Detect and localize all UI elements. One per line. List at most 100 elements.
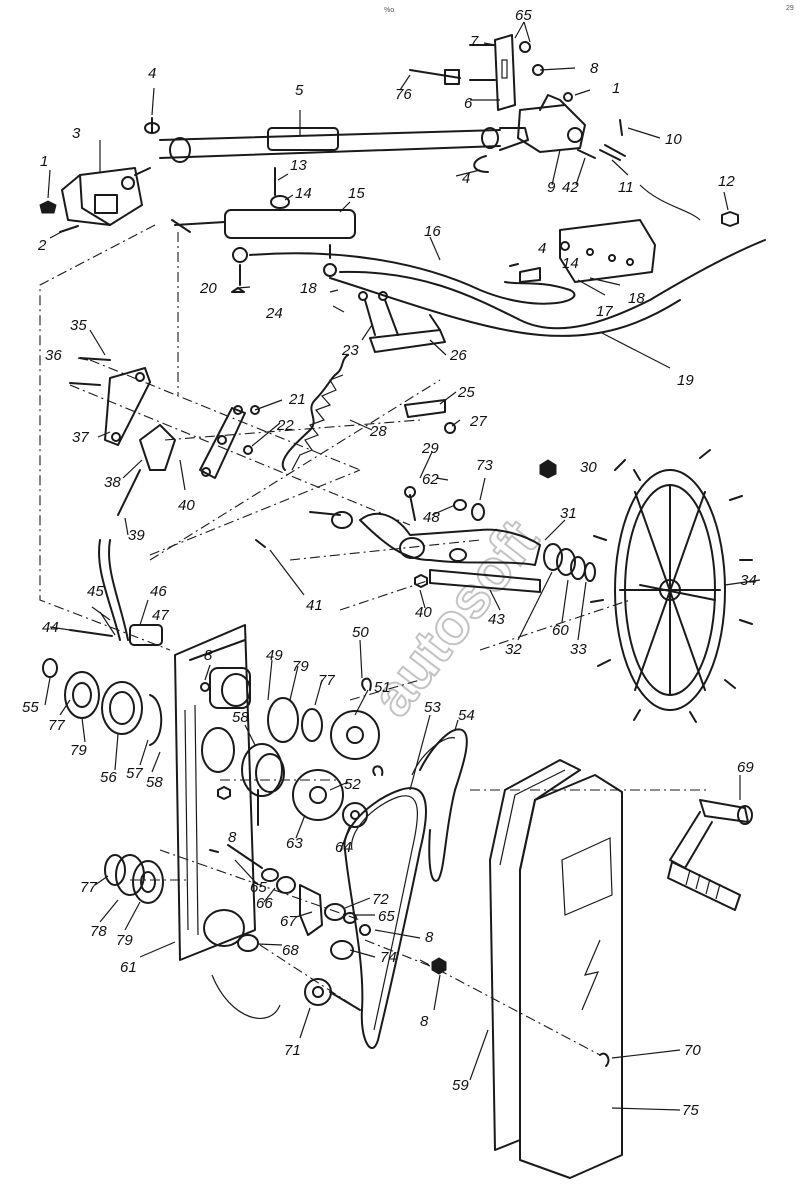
part-label: 63 (286, 835, 303, 852)
part-label: 21 (288, 391, 306, 408)
part-label: 72 (372, 891, 389, 908)
part-label: 12 (718, 173, 735, 190)
part-label: 1 (40, 153, 48, 170)
part-label: 31 (560, 505, 577, 522)
part-label: 8 (420, 1013, 429, 1030)
part-label: 28 (369, 423, 387, 440)
part-label: 34 (740, 572, 757, 589)
part-label: 30 (580, 459, 597, 476)
part-label: 69 (737, 759, 754, 776)
part-label: 60 (552, 622, 569, 639)
part-label: 9 (547, 179, 556, 196)
part-label: 75 (682, 1102, 699, 1119)
part-label: 35 (70, 317, 87, 334)
part-label: 17 (596, 303, 613, 320)
part-label: 10 (665, 131, 682, 148)
part-label: 27 (469, 413, 487, 430)
chain-cover (489, 759, 623, 1179)
part-label: 6 (464, 95, 473, 112)
part-label: 20 (199, 280, 217, 297)
part-label: 13 (290, 157, 307, 174)
part-label: 74 (380, 949, 397, 966)
part-label: 65 (250, 879, 267, 896)
frame-plate (174, 624, 256, 961)
part-label: 52 (344, 776, 361, 793)
part-label: 45 (87, 583, 104, 600)
part-label: 57 (126, 765, 143, 782)
leader-lines (44, 21, 761, 1111)
part-label: 77 (80, 879, 97, 896)
part-label: 14 (562, 255, 579, 272)
part-label: 65 (378, 908, 395, 925)
part-label: 49 (266, 647, 283, 664)
part-label: 54 (458, 707, 475, 724)
part-label: 8 (425, 929, 434, 946)
part-label: 48 (423, 509, 440, 526)
part-label: 47 (152, 607, 169, 624)
part-label: 55 (22, 699, 39, 716)
part-label: 46 (150, 583, 167, 600)
part-label: 70 (684, 1042, 701, 1059)
part-label: 67 (280, 913, 297, 930)
spiked-wheel (590, 449, 753, 723)
bearings-and-sprockets (42, 539, 447, 1011)
part-label: 8 (228, 829, 237, 846)
part-label: 16 (424, 223, 441, 240)
part-label: 58 (146, 774, 163, 791)
part-label: 61 (120, 959, 137, 976)
part-label: 7 (470, 33, 479, 50)
corner-mark: 29 (786, 5, 794, 12)
part-label: 3 (72, 125, 81, 142)
hydraulic-cylinder (171, 167, 356, 293)
drive-shaft-assembly (39, 34, 626, 233)
part-label: 25 (457, 384, 475, 401)
part-label: 18 (300, 280, 317, 297)
part-label: 8 (590, 60, 599, 77)
part-label: 44 (42, 619, 59, 636)
crank-handle (667, 799, 753, 911)
part-label: 68 (282, 942, 299, 959)
part-label: 26 (449, 347, 467, 364)
part-label: 79 (292, 658, 309, 675)
part-label: 14 (295, 185, 312, 202)
part-label: 64 (335, 839, 352, 856)
part-label: 29 (421, 440, 439, 457)
part-label: 4 (148, 65, 156, 82)
part-label: 56 (100, 769, 117, 786)
part-label: 11 (618, 179, 634, 196)
part-label: 62 (422, 471, 439, 488)
part-label: 22 (276, 417, 294, 434)
part-label: 71 (284, 1042, 301, 1059)
part-label: 78 (90, 923, 107, 940)
part-label: 40 (178, 497, 195, 514)
part-label: 33 (570, 641, 587, 658)
part-label: 51 (374, 679, 391, 696)
part-label: 1 (612, 80, 620, 97)
hydraulic-hoses (249, 184, 766, 337)
part-label: 19 (677, 372, 694, 389)
part-label: 53 (424, 699, 441, 716)
part-label: 36 (45, 347, 62, 364)
roller-chains (211, 728, 468, 1049)
part-label: 8 (204, 647, 213, 664)
part-label: 41 (306, 597, 323, 614)
part-label: 73 (476, 457, 493, 474)
part-label: 79 (70, 742, 87, 759)
part-label: 37 (72, 429, 89, 446)
part-label: 40 (415, 604, 432, 621)
part-label: 5 (295, 82, 304, 99)
part-label: 79 (116, 932, 133, 949)
part-label: 59 (452, 1077, 469, 1094)
part-label: 42 (562, 179, 579, 196)
linkage-assembly (69, 291, 596, 593)
part-label: 2 (37, 237, 47, 254)
part-label: 39 (128, 527, 145, 544)
part-label: 66 (256, 895, 273, 912)
part-label: 24 (265, 305, 283, 322)
part-label: 38 (104, 474, 121, 491)
part-label: 4 (538, 240, 546, 257)
part-label: 77 (318, 672, 335, 689)
part-number-labels: 7 65 8 76 6 1 10 9 42 11 4 5 3 1 2 4 13 … (22, 7, 757, 1119)
part-label: 23 (341, 342, 359, 359)
